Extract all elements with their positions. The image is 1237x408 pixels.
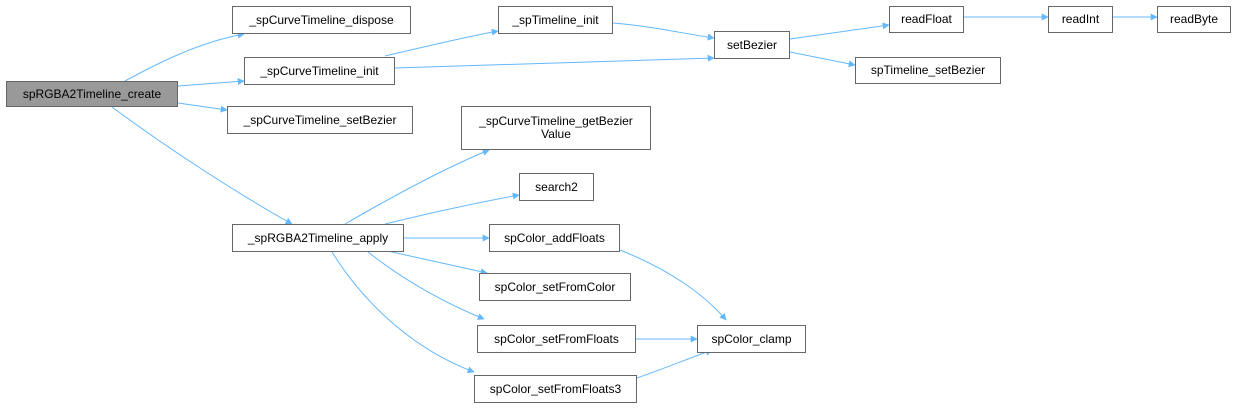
node-spcolor-setfromcolor[interactable]: spColor_setFromColor <box>479 273 631 301</box>
node-search2[interactable]: search2 <box>519 173 594 201</box>
edge-curve-init-to-timeline-init <box>384 28 499 57</box>
node-label: spColor_setFromFloats <box>494 331 619 346</box>
node-rgba2timeline-apply[interactable]: _spRGBA2Timeline_apply <box>232 224 404 252</box>
edge-root-to-rgba2-apply <box>111 106 293 225</box>
node-label-line-2: Value <box>541 127 571 141</box>
edge-setbezier-to-sptimeline-setbezier <box>789 51 856 68</box>
node-curvetimeline-dispose[interactable]: _spCurveTimeline_dispose <box>232 6 411 34</box>
node-label: spColor_setFromFloats3 <box>489 381 622 396</box>
node-label: readFloat <box>901 12 952 26</box>
node-curvetimeline-setbezier[interactable]: _spCurveTimeline_setBezier <box>227 106 413 134</box>
node-curvetimeline-getbeziervalue[interactable]: _spCurveTimeline_getBezier Value <box>461 106 651 150</box>
node-label: spRGBA2Timeline_create <box>22 86 162 101</box>
node-spcolor-setfromfloats3[interactable]: spColor_setFromFloats3 <box>474 375 637 403</box>
node-label: search2 <box>535 179 578 194</box>
node-sptimeline-setbezier[interactable]: spTimeline_setBezier <box>855 57 1001 84</box>
node-label: _spCurveTimeline_dispose <box>249 12 394 27</box>
edge-addfloats-to-clamp <box>619 249 727 321</box>
edge-root-to-curve-dispose <box>124 31 245 82</box>
node-label: readByte <box>1169 12 1219 26</box>
edge-root-to-curve-init <box>177 77 245 87</box>
edge-apply-to-setfromfloats <box>367 251 485 320</box>
node-label: _spCurveTimeline_init <box>260 63 379 78</box>
node-spcolor-addfloats[interactable]: spColor_addFloats <box>489 224 620 252</box>
node-label: spColor_setFromColor <box>494 279 616 294</box>
node-label: _spRGBA2Timeline_apply <box>247 230 389 245</box>
node-sptimeline-init[interactable]: _spTimeline_init <box>498 6 613 34</box>
node-readbyte[interactable]: readByte <box>1157 6 1231 33</box>
edge-curve-init-to-setbezier <box>394 54 715 69</box>
edge-apply-to-setfromcolor <box>382 249 488 276</box>
node-spcolor-setfromfloats[interactable]: spColor_setFromFloats <box>477 325 636 353</box>
node-label: spColor_addFloats <box>504 230 605 245</box>
node-label: spColor_clamp <box>711 331 792 346</box>
edge-setfromfloats3-to-clamp <box>636 348 713 379</box>
node-label-line-1: _spCurveTimeline_getBezier <box>479 114 633 128</box>
node-readint[interactable]: readInt <box>1048 6 1113 33</box>
node-readfloat[interactable]: readFloat <box>889 6 964 33</box>
edge-root-to-curve-setbezier <box>177 102 228 113</box>
node-label: _spTimeline_init <box>512 12 599 27</box>
edge-apply-to-search2 <box>384 192 520 225</box>
edge-apply-to-setfromfloats3 <box>331 251 475 374</box>
node-curvetimeline-init[interactable]: _spCurveTimeline_init <box>244 57 395 85</box>
node-spcolor-clamp[interactable]: spColor_clamp <box>697 325 806 353</box>
node-label: setBezier <box>726 37 778 52</box>
node-setbezier[interactable]: setBezier <box>714 31 790 59</box>
node-sprgba2timeline-create: spRGBA2Timeline_create <box>6 81 178 107</box>
node-label: readInt <box>1061 12 1100 26</box>
edge-timeline-init-to-setbezier <box>612 22 715 41</box>
edge-setbezier-to-readfloat <box>789 22 890 40</box>
edge-apply-to-getbeziervalue <box>344 149 490 225</box>
node-label: spTimeline_setBezier <box>870 63 986 77</box>
node-label: _spCurveTimeline_setBezier <box>243 112 397 127</box>
